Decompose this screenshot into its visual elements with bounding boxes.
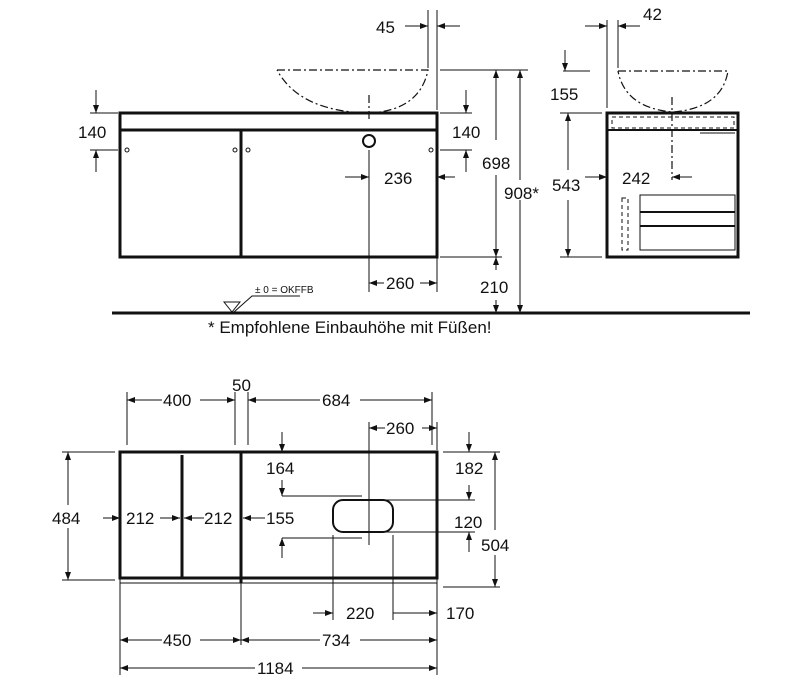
dim-side-basin-offset: 42: [643, 5, 662, 24]
dim-side-cabinet-height: 543: [552, 176, 580, 195]
dim-compartment-2: 212: [204, 509, 232, 528]
dim-drain-horizontal: 260: [386, 274, 414, 293]
dim-side-basin-height: 155: [550, 85, 578, 104]
dim-right-width: 684: [322, 391, 350, 410]
top-view: 400 50 684 260 164 182 120 484 212 212 1…: [52, 376, 509, 678]
dim-sink-width: 220: [346, 604, 374, 623]
dim-compartment-1: 212: [126, 509, 154, 528]
dim-gap: 50: [232, 376, 251, 395]
side-basin-outline: [617, 70, 729, 113]
floor-reference: ± 0 = OKFFB: [255, 285, 314, 296]
dim-floor-clearance: 210: [480, 278, 508, 297]
side-view: 42 155 543 242: [550, 5, 740, 259]
dim-sink-center: 260: [386, 419, 414, 438]
dim-top-height-right: 140: [452, 123, 480, 142]
drain-icon: [362, 134, 376, 148]
dim-total-width: 1184: [257, 659, 294, 678]
sink-cutout: [332, 499, 394, 533]
dim-drain-offset: 236: [384, 169, 412, 188]
dim-right-module: 734: [322, 631, 350, 650]
dim-sink-right-margin: 170: [446, 604, 474, 623]
dim-top-height: 698: [482, 154, 510, 173]
dim-side-drain-depth: 242: [622, 169, 650, 188]
footnote: * Empfohlene Einbauhöhe mit Füßen!: [208, 318, 492, 337]
dim-sink-front: 164: [266, 459, 294, 478]
dim-top-height-left: 140: [78, 123, 106, 142]
basin-outline: [276, 69, 429, 114]
hinge-marks: [124, 147, 434, 153]
dim-left-width: 400: [163, 391, 191, 410]
dim-left-module: 450: [163, 631, 191, 650]
front-view: 45 140 140 236 260 698 210 908* ± 0 = OK…: [78, 10, 750, 337]
cabinet-outline: [118, 111, 439, 259]
dim-total-height: 908*: [504, 184, 539, 203]
dim-sink-left-margin: 155: [266, 509, 294, 528]
dim-depth-total: 504: [481, 536, 509, 555]
dim-basin-offset: 45: [376, 18, 395, 37]
dim-sink-depth: 120: [454, 513, 482, 532]
dim-depth-left: 484: [52, 509, 80, 528]
level-symbol-icon: [222, 301, 242, 313]
dim-sink-back: 182: [455, 459, 483, 478]
